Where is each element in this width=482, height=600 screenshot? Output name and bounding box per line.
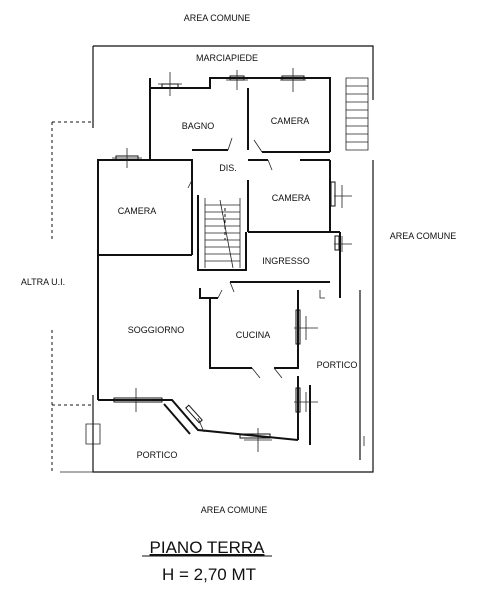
door-swings [187, 137, 325, 379]
label-area-comune-right: AREA COMUNE [390, 231, 457, 241]
label-portico-right: PORTICO [317, 360, 358, 370]
label-area-comune-bottom: AREA COMUNE [201, 505, 268, 515]
label-camera-left: CAMERA [118, 206, 157, 216]
title-height: H = 2,70 MT [162, 565, 256, 584]
label-area-comune-top: AREA COMUNE [184, 13, 251, 23]
section-markers [85, 68, 365, 452]
label-camera-top: CAMERA [271, 116, 310, 126]
label-camera-mid: CAMERA [272, 193, 311, 203]
label-cucina: CUCINA [236, 330, 271, 340]
label-altra-ui: ALTRA U.I. [21, 277, 65, 287]
property-boundary [60, 45, 374, 473]
title-floor: PIANO TERRA [150, 538, 266, 557]
label-ingresso: INGRESSO [262, 256, 310, 266]
label-dis: DIS. [219, 163, 237, 173]
label-soggiorno: SOGGIORNO [128, 325, 185, 335]
label-portico-bottom: PORTICO [137, 450, 178, 460]
neighbour-boundary-dashed [51, 121, 92, 472]
label-marciapiede: MARCIAPIEDE [196, 53, 258, 63]
windows [113, 75, 340, 439]
label-bagno: BAGNO [182, 121, 215, 131]
staircase [204, 77, 369, 269]
